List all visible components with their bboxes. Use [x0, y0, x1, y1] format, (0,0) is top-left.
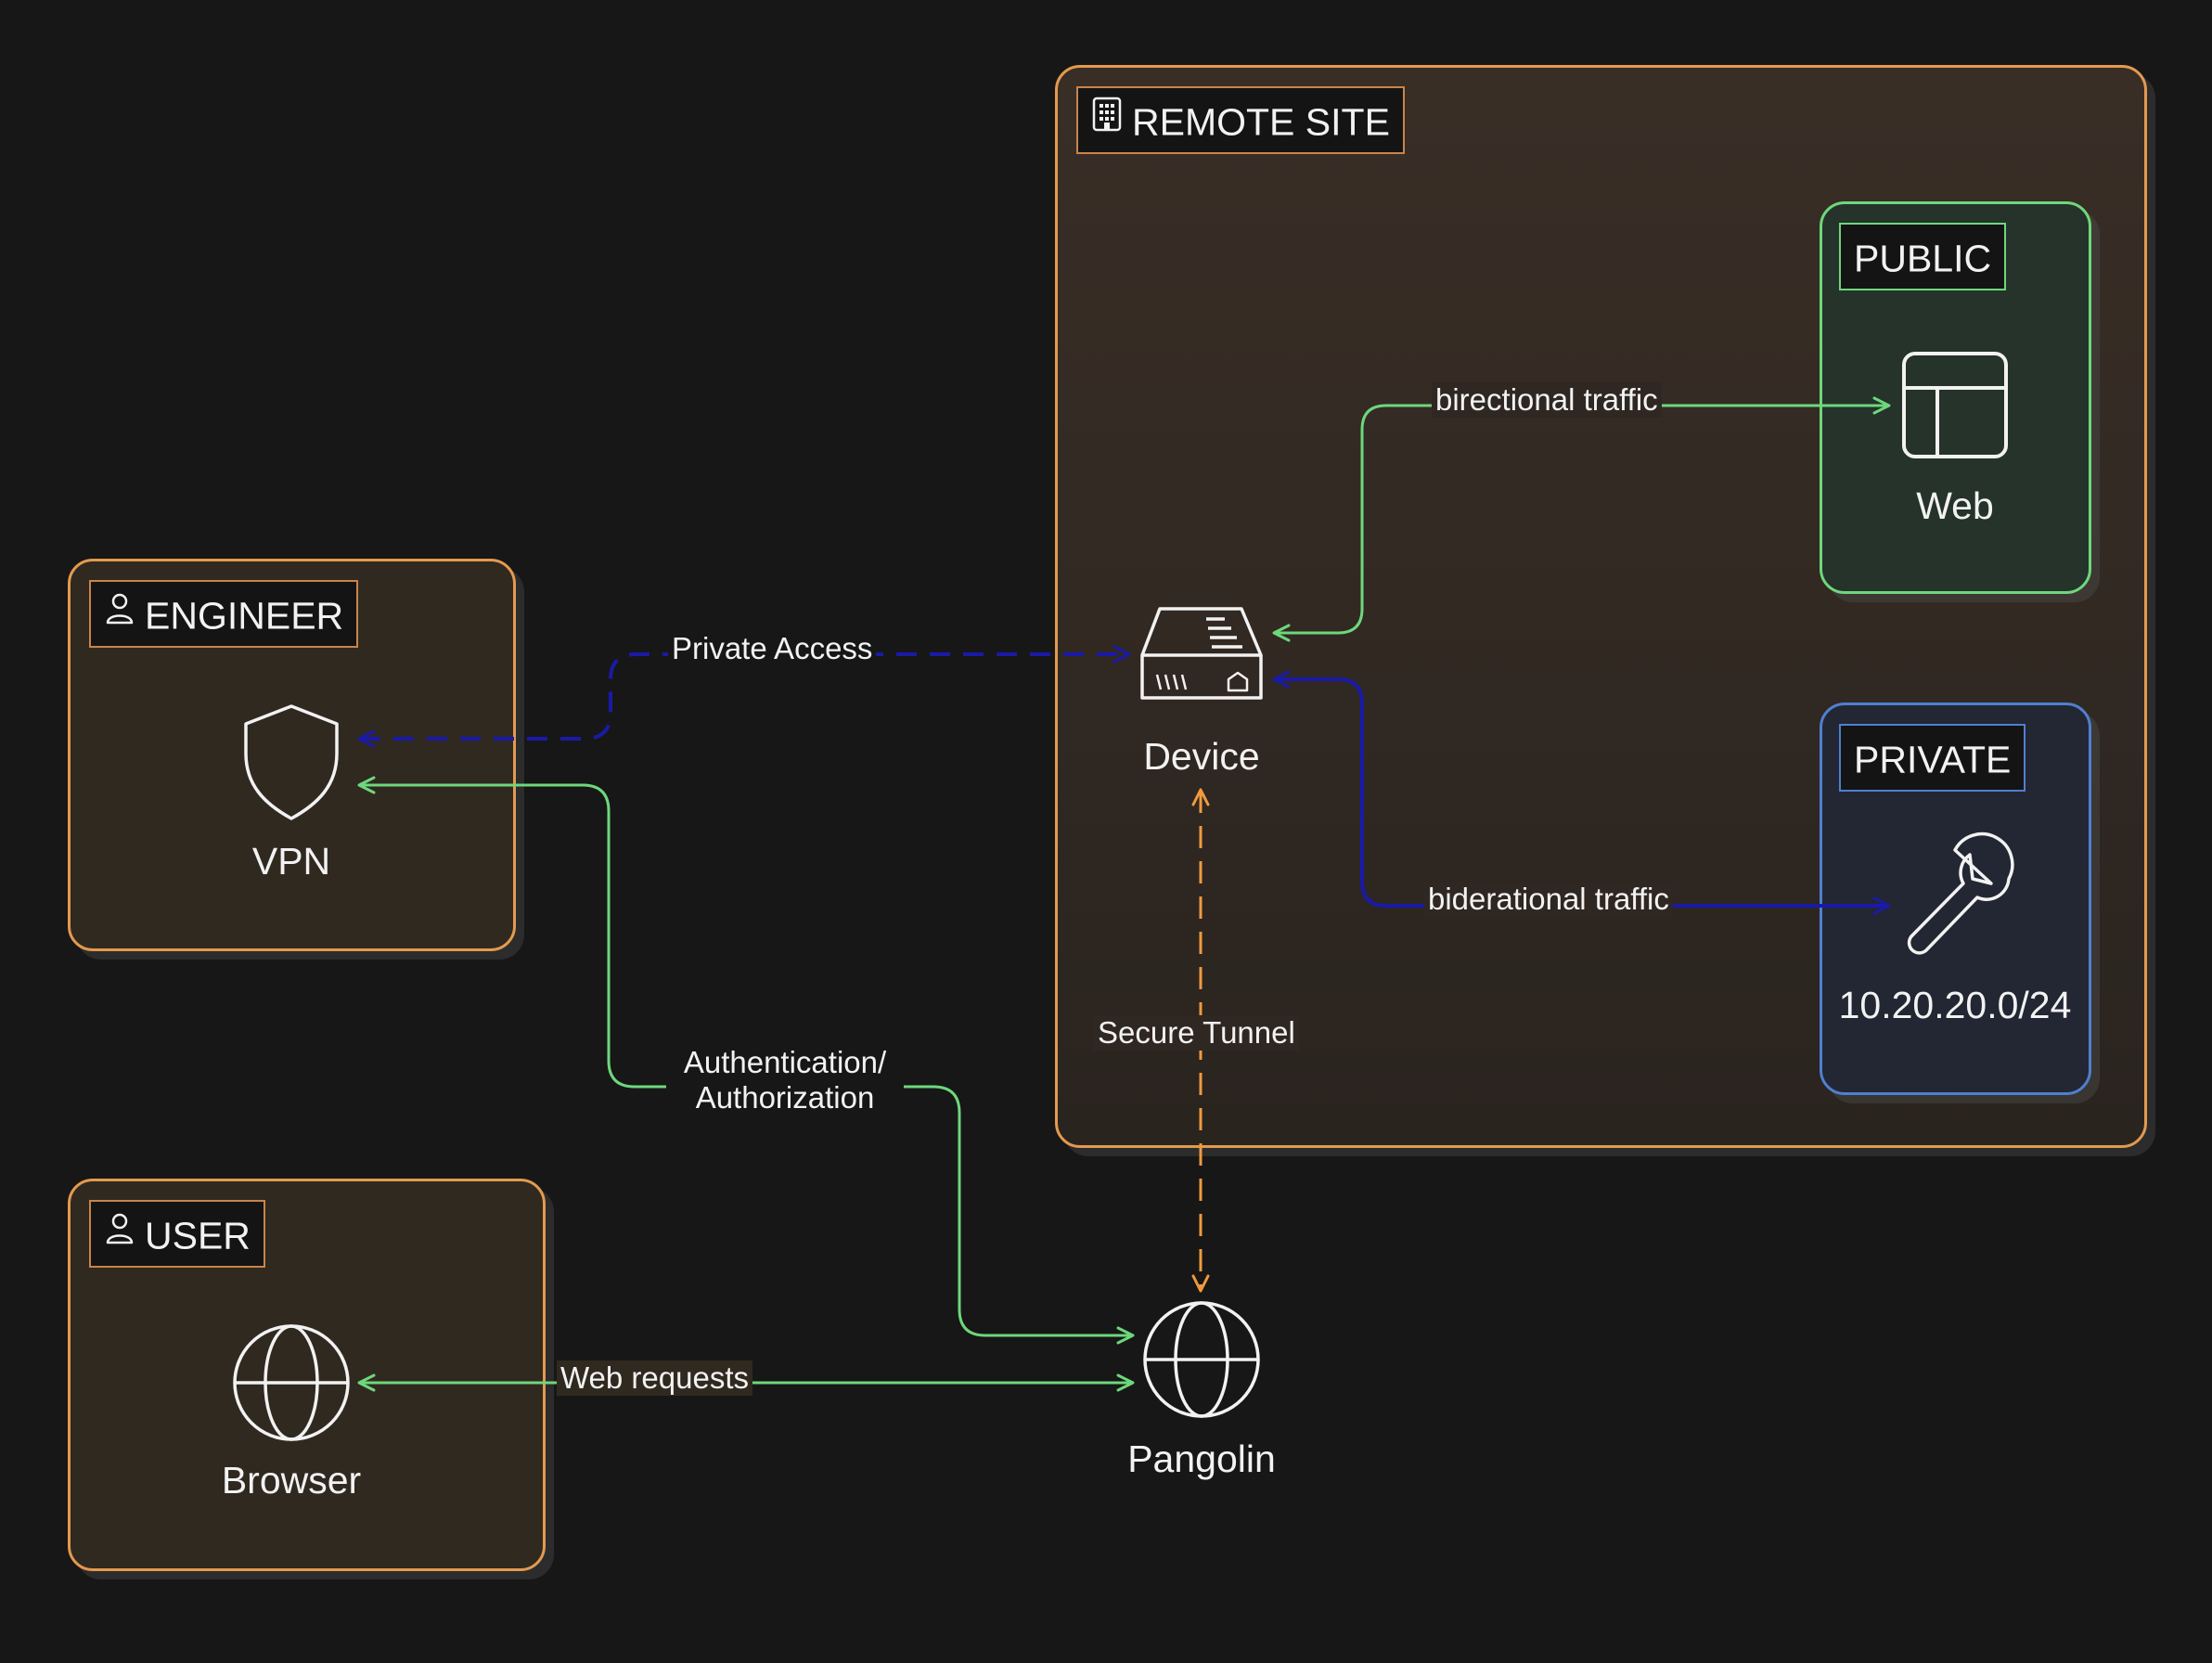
- pangolin-label: Pangolin: [1127, 1437, 1276, 1480]
- router-icon: [1140, 607, 1263, 700]
- shield-icon: [244, 704, 339, 820]
- vpn-label: VPN: [251, 840, 331, 883]
- public-title: PUBLIC: [1854, 237, 1992, 280]
- user-icon: [104, 582, 135, 646]
- browser-label: Browser: [221, 1459, 362, 1502]
- browser-globe-icon: [233, 1324, 350, 1441]
- engineer-title: ENGINEER: [145, 594, 344, 638]
- remote-site-title: REMOTE SITE: [1132, 100, 1390, 144]
- secure-tunnel-label: Secure Tunnel: [1094, 1015, 1299, 1051]
- private-subnet-label: 10.20.20.0/24: [1838, 984, 2072, 1026]
- device-label: Device: [1143, 735, 1260, 778]
- public-traffic-connector: [1272, 396, 1891, 642]
- auth-label-line2: Authorization: [695, 1080, 875, 1115]
- public-tag: PUBLIC: [1839, 223, 2007, 290]
- building-icon: [1091, 88, 1123, 152]
- public-traffic-label: birectional traffic: [1432, 382, 1662, 418]
- wrench-icon: [1907, 832, 2014, 955]
- web-requests-label: Web requests: [557, 1360, 752, 1396]
- remote-site-tag: REMOTE SITE: [1076, 86, 1405, 154]
- user-icon: [104, 1202, 135, 1266]
- user-tag: USER: [89, 1200, 265, 1268]
- auth-label-line1: Authentication/: [683, 1045, 887, 1079]
- user-title: USER: [145, 1214, 251, 1257]
- private-traffic-connector: [1272, 670, 1891, 915]
- web-layout-icon: [1902, 352, 2008, 458]
- engineer-tag: ENGINEER: [89, 580, 359, 648]
- web-label: Web: [1916, 484, 1994, 527]
- engineer-group: ENGINEER: [68, 559, 516, 951]
- pangolin-globe-icon: [1143, 1301, 1260, 1418]
- private-access-connector: [357, 645, 1131, 748]
- private-traffic-label: biderational traffic: [1424, 882, 1673, 917]
- auth-label: Authentication/ Authorization: [666, 1045, 904, 1115]
- private-access-label: Private Access: [668, 631, 877, 666]
